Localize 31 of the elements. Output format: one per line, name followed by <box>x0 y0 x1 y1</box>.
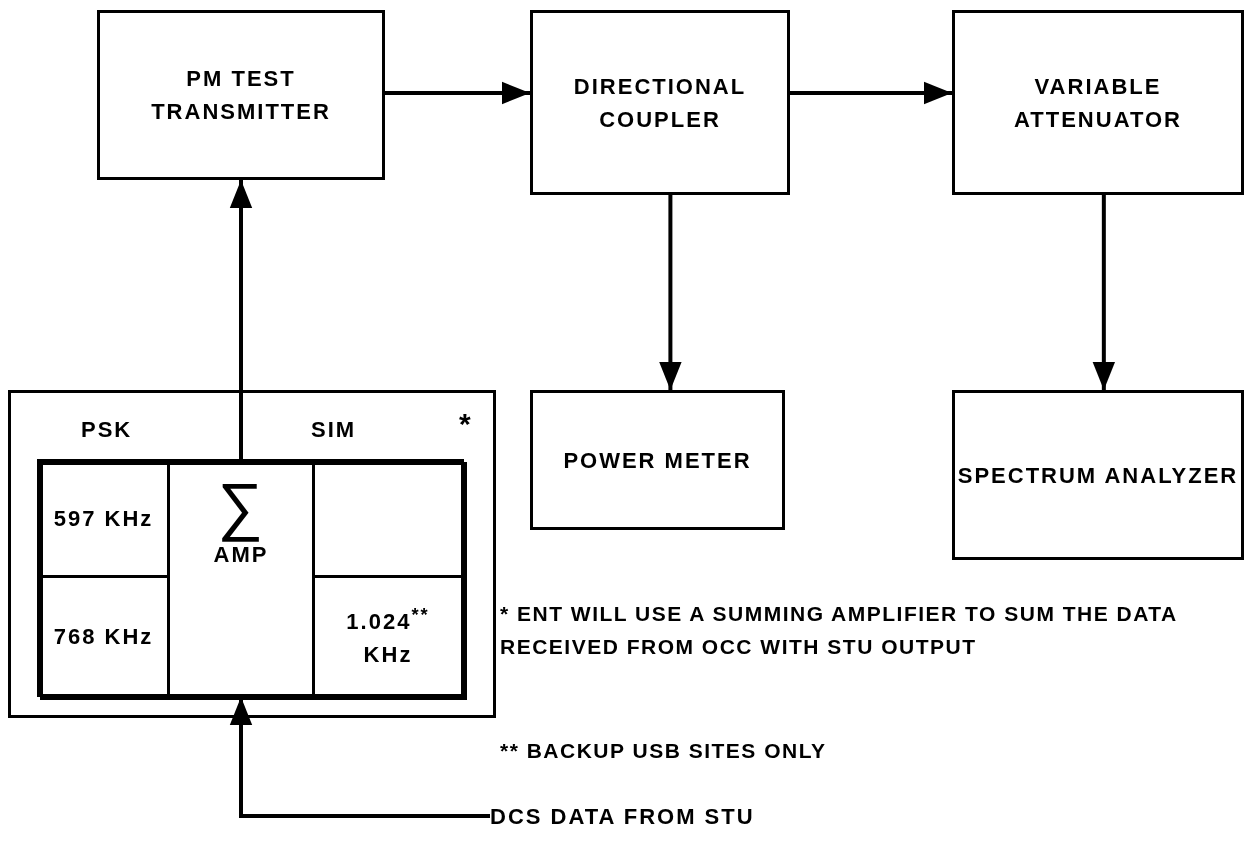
arrow <box>1092 195 1116 390</box>
block-label: VARIABLE ATTENUATOR <box>1013 72 1183 134</box>
block-label: 1.024$^{**}$ KHz <box>345 602 431 670</box>
block-label: PM TEST TRANSMITTER <box>150 65 332 126</box>
block-box <box>167 459 315 697</box>
block-box <box>952 390 1244 560</box>
signal-text: DCS DATA FROM STU <box>490 802 755 831</box>
arrow <box>790 81 952 105</box>
block-label: 597 KHz <box>53 505 154 533</box>
block-box <box>37 459 170 578</box>
block-label: POWER METER <box>563 446 752 475</box>
module-box <box>8 390 496 718</box>
block-box <box>97 10 385 180</box>
arrow <box>229 697 490 818</box>
block-label: 768 KHz <box>53 622 154 651</box>
arrow <box>659 195 682 390</box>
block-box <box>952 10 1244 195</box>
arrow <box>229 180 253 459</box>
footnote-mark: * <box>459 406 473 442</box>
module-label: PSK <box>81 416 133 444</box>
footnote: ** BACKUP USB SITES ONLY <box>500 738 828 764</box>
block-box <box>530 390 785 530</box>
footnote: * ENT WILL USE A SUMMING AMPLIFIER TO SUM THE DATA RECEIVED FROM OCC WITH STU OUTPUT <box>500 601 1178 660</box>
block-box <box>37 575 170 697</box>
module-label: SIM <box>311 416 357 444</box>
block-label: AMP <box>213 542 269 569</box>
block-box <box>530 10 790 195</box>
block-label: SPECTRUM ANALYZER <box>957 461 1239 490</box>
block-label: DIRECTIONAL COUPLER <box>572 72 748 134</box>
block-box <box>312 575 464 697</box>
arrow <box>385 81 530 105</box>
